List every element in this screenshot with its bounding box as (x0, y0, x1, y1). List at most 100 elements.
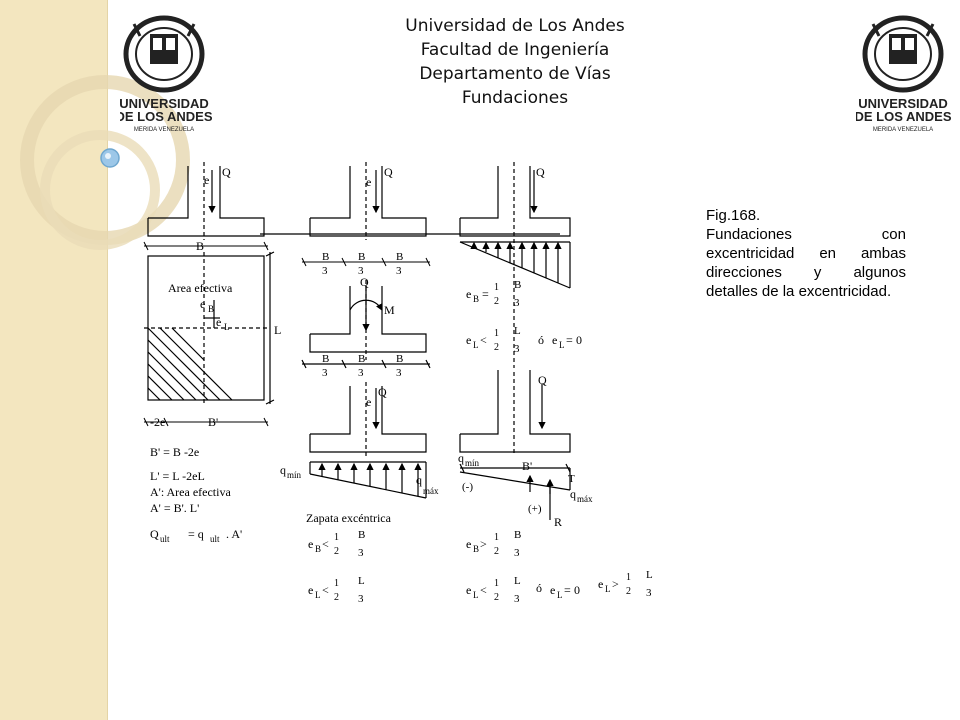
label-neg: (-) (462, 481, 473, 493)
cond4-e-sub: L (473, 340, 479, 350)
label-q-min-1-sub: mín (287, 470, 302, 480)
footing-elevation-4 (459, 370, 571, 520)
cond7-3: 3 (646, 587, 652, 599)
cond6-3: 3 (514, 593, 520, 605)
header-course: Fundaciones (461, 88, 569, 108)
label-q-max-2: q (570, 487, 576, 501)
cond2-den: 2 (334, 592, 339, 603)
frac-3-3: 3 (396, 265, 402, 277)
cond7-e-sub: L (605, 584, 611, 594)
label-eB-sub: B (208, 304, 214, 314)
label-q-min-2-sub: mín (465, 458, 480, 468)
frac-B-3: B (396, 251, 403, 263)
cond7-L: L (646, 569, 653, 581)
cond2-3: 3 (358, 593, 364, 605)
frac-B-2: B (358, 251, 365, 263)
logo-line2: DE LOS ANDES (120, 109, 213, 124)
label-zapata: Zapata excéntrica (306, 511, 392, 525)
cond6-e2: e (550, 583, 555, 597)
frac-3-4: 3 (322, 367, 328, 379)
sidebar-band (0, 0, 108, 720)
label-L: L (274, 323, 281, 337)
cond6-o: ó (536, 581, 542, 595)
logo-line3: MERIDA VENEZUELA (134, 127, 194, 133)
eccentric-footing-pressure (309, 382, 427, 499)
cond5-gt: > (480, 537, 487, 551)
figure-number: Fig.168. (706, 207, 761, 224)
frac-3-1: 3 (322, 265, 328, 277)
cond6-num: 1 (494, 578, 499, 589)
decorative-rings (20, 75, 190, 250)
frac-B-1: B (322, 251, 329, 263)
cond1-den: 2 (334, 546, 339, 557)
cond4-zero: 0 (576, 333, 582, 347)
eq-area-def: A': Area efectiva (150, 485, 231, 499)
frac-3-5: 3 (358, 367, 364, 379)
cond3-den: 2 (494, 296, 499, 307)
header-university: Universidad de Los Andes (405, 16, 625, 36)
eq-qult-sub: ult (210, 534, 220, 544)
cond6-e2-sub: L (557, 590, 563, 600)
label-q-min-1: q (280, 463, 286, 477)
university-logo-right: UNIVERSIDAD DE LOS ANDES MERIDA VENEZUEL… (854, 14, 956, 134)
cond5-num: 1 (494, 532, 499, 543)
cond1-3: 3 (358, 547, 364, 559)
cond4-num: 1 (494, 328, 499, 339)
frac-B-6: B (396, 353, 403, 365)
cond1-num: 1 (334, 532, 339, 543)
cond4-den: 2 (494, 342, 499, 353)
logo-line1: UNIVERSIDAD (858, 96, 948, 111)
eq-qult: = q (188, 527, 204, 541)
label-e-1: e (204, 173, 209, 187)
foundation-figure: Q e B Area efectiva e B e L L -2e B' B' … (143, 162, 653, 605)
figure-description: Fundaciones con excentricidad en ambas d… (706, 226, 906, 300)
label-e-2: e (366, 175, 371, 189)
eq-B-prime: B' = B -2e (150, 445, 199, 459)
cond3-3: 3 (514, 297, 520, 309)
cond2-lt: < (322, 583, 329, 597)
cond3-num: 1 (494, 282, 499, 293)
label-area-efectiva: Area efectiva (168, 281, 233, 295)
logo-line1: UNIVERSIDAD (120, 96, 209, 111)
cond2-e: e (308, 583, 313, 597)
cond4-o: ó (538, 333, 544, 347)
label-q-max-1: q (416, 473, 422, 487)
eq-Qult-sub: ult (160, 534, 170, 544)
eq-area: A' = B'. L' (150, 501, 199, 515)
university-logo-left: UNIVERSIDAD DE LOS ANDES MERIDA VENEZUEL… (115, 14, 220, 134)
cond3-eq: = (482, 287, 489, 301)
label-T: T (568, 473, 575, 485)
figure-caption: Fig.168. Fundaciones con excentricidad e… (706, 206, 906, 301)
label-eB: e (200, 297, 205, 311)
cond1-lt: < (322, 537, 329, 551)
cond4-e: e (466, 333, 471, 347)
logo-line3: MERIDA VENEZUELA (873, 127, 933, 133)
cond6-e: e (466, 583, 471, 597)
label-q-max-1-sub: máx (423, 486, 439, 496)
cond6-e-sub: L (473, 590, 479, 600)
label-B-prime-2: B' (522, 459, 532, 473)
frac-B-5: B (358, 353, 365, 365)
cond4-3: 3 (514, 343, 520, 355)
cond4-lt: < (480, 333, 487, 347)
logo-line2: DE LOS ANDES (856, 109, 952, 124)
header-faculty: Facultad de Ingeniería (420, 40, 610, 60)
cond3-e: e (466, 287, 471, 301)
label-Q-6: Q (538, 373, 547, 387)
label-eL: e (216, 315, 221, 329)
label-Q-3: Q (360, 275, 369, 289)
label-M: M (384, 303, 395, 317)
cond5-3: 3 (514, 547, 520, 559)
cond7-e: e (598, 577, 603, 591)
page-header: Universidad de Los Andes Facultad de Ing… (330, 14, 700, 110)
cond1-e: e (308, 537, 313, 551)
label-Q-1: Q (222, 165, 231, 179)
cond4-e2-sub: L (559, 340, 565, 350)
cond6-eq: = (564, 583, 571, 597)
cond5-e-sub: B (473, 544, 479, 554)
footing-with-moment (301, 280, 431, 369)
effective-area-plan (144, 251, 275, 405)
eq-area-prime: . A' (226, 527, 242, 541)
eq-L-prime: L' = L -2eL (150, 469, 205, 483)
cond5-den: 2 (494, 546, 499, 557)
